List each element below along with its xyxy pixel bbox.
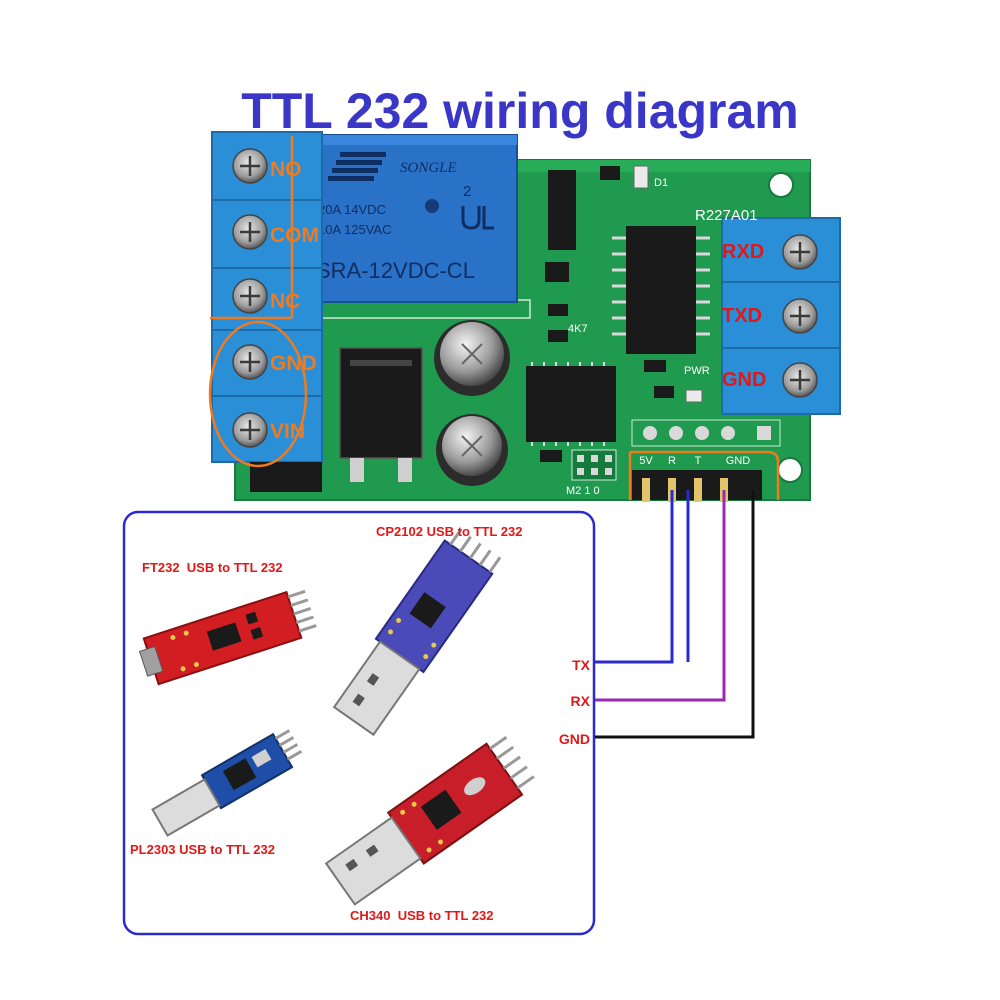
header-pin-label: 5V [639,455,653,467]
smd-resistor [654,386,674,398]
header-pin-label: T [695,455,702,467]
mode-label: M2 1 0 [566,485,600,497]
voltage-regulator [339,347,423,482]
ul-mark-icon [461,206,494,230]
screw-icon [782,298,818,334]
screw-icon [232,278,268,314]
capacitor-icon [434,320,510,396]
header-pin-label: R [668,455,676,467]
terminal-label-rxd: RXD [722,241,764,263]
terminal-label-gnd: GND [722,369,766,391]
screw-icon [782,362,818,398]
mode-pins [571,449,617,481]
header-pin-label: GND [726,455,751,467]
wiring [595,490,755,739]
ttl-header [632,470,762,502]
label-d1: D1 [654,177,668,189]
secondary-ic [526,362,616,446]
smd-resistor [540,450,562,462]
wire-label-gnd: GND [559,731,590,747]
pl2303-adapter-icon [151,729,303,837]
ft232-adapter-icon [138,589,317,686]
wire-label-rx: RX [571,693,591,709]
relay-rating-1: 20A 14VDC [318,202,386,217]
screw-icon [232,344,268,380]
led-d1 [633,165,649,189]
adapter-label-ch340: CH340 USB to TTL 232 [350,908,494,923]
pad-row [631,419,781,447]
terminal-label-no: NO [270,158,302,181]
capacitor-icon [436,414,508,486]
relay-model: SRA-12VDC-CL [316,258,475,283]
relay-vent [425,199,439,213]
smd-resistor [600,166,620,180]
smd-transistor [545,262,569,282]
relay-module-board: SONGLE 2 20A 14VDC 10A 125VAC SRA-12VDC-… [211,131,841,502]
terminal-label-txd: TXD [722,305,762,327]
cp2102-adapter-icon [332,528,502,737]
wire-labels: TX RX GND [559,657,591,747]
power-terminal-highlight [208,320,308,468]
mounting-hole [768,172,794,198]
right-terminal-block [721,217,841,415]
smd-resistor [548,304,568,316]
label-4k7: 4K7 [568,323,588,335]
led-pwr [685,389,703,403]
adapter-label-pl2303: PL2303 USB to TTL 232 [130,842,275,857]
songle-logo-icon [328,152,386,181]
main-ic [612,226,710,354]
relay-terminal-highlight [210,136,294,320]
terminal-label-vin: VIN [270,420,305,443]
wire-gnd [595,490,755,739]
wire-tx [595,490,674,664]
header-pin-labels: 5V R T GND [639,455,750,467]
smd-resistor [548,330,568,342]
terminal-label-com: COM [270,224,319,247]
relay-brand: SONGLE [400,160,457,176]
adapter-label-cp2102: CP2102 USB to TTL 232 [376,524,522,539]
mounting-hole [777,457,803,483]
screw-icon [232,214,268,250]
left-terminal-labels: NO COM NC GND VIN [270,158,319,443]
label-pwr: PWR [684,365,710,377]
jumper [548,170,576,250]
terminal-label-nc: NC [270,290,300,313]
page-title: TTL 232 wiring diagram [241,83,799,139]
relay-rating-2: 10A 125VAC [318,222,391,237]
ch340-adapter-icon [324,736,535,906]
screw-icon [782,234,818,270]
wire-rx [595,490,726,702]
screw-icon [232,412,268,448]
relay: SONGLE 2 20A 14VDC 10A 125VAC SRA-12VDC-… [304,134,518,303]
terminal-label-gnd: GND [270,352,317,375]
part-number: R227A01 [695,207,758,224]
smd-resistor [644,360,666,372]
relay-mark: 2 [463,183,471,200]
wire-label-tx: TX [572,657,591,673]
adapter-label-ft232: FT232 USB to TTL 232 [142,560,283,575]
header-highlight [630,450,780,500]
right-terminal-labels: RXD TXD GND [722,241,766,391]
screw-icon [232,148,268,184]
